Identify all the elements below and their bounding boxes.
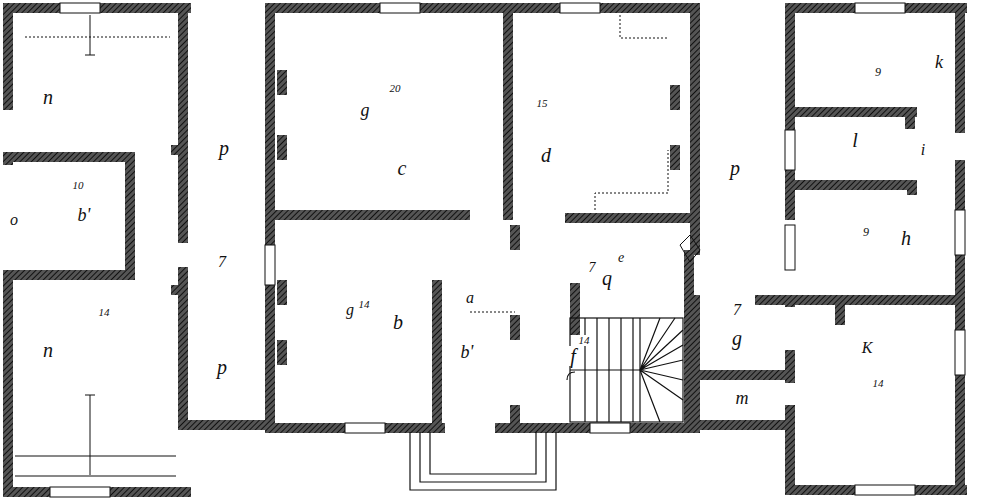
room-letter: g xyxy=(360,101,371,119)
room-letter: c xyxy=(397,158,408,178)
room-letter: d xyxy=(540,145,552,165)
room-number: 7 xyxy=(217,254,227,270)
room-number: 9 xyxy=(862,226,870,238)
room-letter: f xyxy=(569,346,577,366)
room-letter: k xyxy=(934,53,944,71)
windows xyxy=(50,3,965,497)
stairs xyxy=(567,318,683,422)
room-letter: o xyxy=(9,212,19,228)
room-letter: p xyxy=(218,138,230,158)
room-number: 14 xyxy=(578,335,591,346)
room-number: 15 xyxy=(536,98,549,109)
room-letter: b' xyxy=(460,343,475,361)
room-letter: b' xyxy=(77,206,92,224)
room-number: 14 xyxy=(358,299,371,310)
room-letter: q xyxy=(601,268,613,288)
room-letter: p xyxy=(729,158,741,178)
room-number: 14 xyxy=(98,307,111,318)
thin-lines xyxy=(15,15,700,476)
room-letter: g xyxy=(345,302,355,318)
room-letter: e xyxy=(617,251,625,265)
room-number: 7 xyxy=(732,302,742,318)
room-number: 20 xyxy=(389,83,402,94)
room-letter: p xyxy=(216,357,228,377)
room-number: 14 xyxy=(872,378,885,389)
room-letter: a xyxy=(465,290,475,306)
entry-steps xyxy=(410,432,556,490)
room-number: 10 xyxy=(72,180,85,191)
room-letter: i xyxy=(920,142,926,158)
room-letter: b xyxy=(392,312,404,332)
room-letter: h xyxy=(900,228,912,248)
dotted-lines xyxy=(25,15,668,312)
room-number: 7 xyxy=(588,261,597,275)
room-letter: l xyxy=(851,130,859,150)
room-letter: g xyxy=(731,328,743,348)
walls xyxy=(8,8,962,492)
room-number: 9 xyxy=(874,66,882,78)
room-letter: K xyxy=(861,340,874,356)
room-letter: n xyxy=(42,340,54,360)
room-letter: n xyxy=(42,87,54,107)
room-letter: m xyxy=(735,389,750,407)
